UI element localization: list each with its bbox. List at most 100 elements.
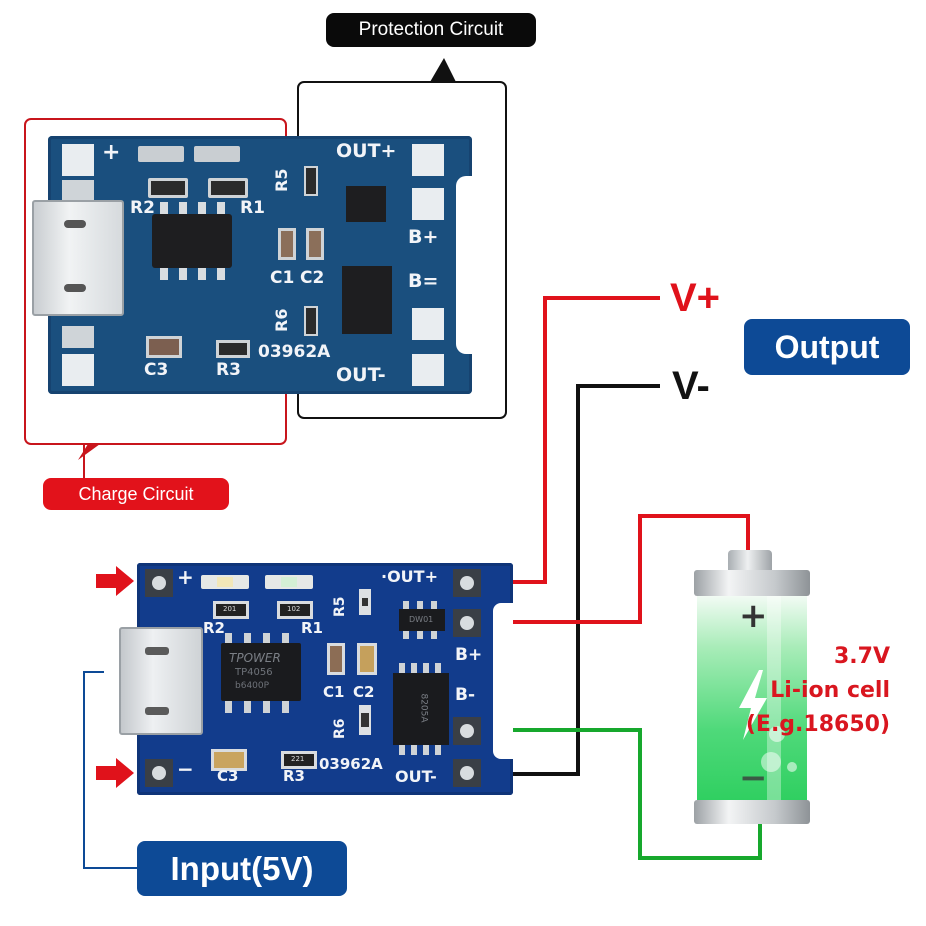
red-wire-b-plus bbox=[490, 514, 750, 624]
top-resistor-r5 bbox=[304, 166, 318, 196]
bottom-resistor-r5 bbox=[359, 589, 371, 615]
bottom-label-r2: R2 bbox=[203, 619, 225, 637]
bubble bbox=[769, 726, 785, 742]
red-wire-out-plus bbox=[490, 296, 660, 584]
bottom-led-green bbox=[265, 575, 313, 589]
top-resistor-r6 bbox=[304, 306, 318, 336]
battery: + − bbox=[694, 550, 810, 830]
bottom-cap-c3 bbox=[211, 749, 247, 771]
protection-callout-pointer bbox=[430, 58, 456, 82]
top-label-r5: R5 bbox=[272, 168, 291, 192]
bottom-label-model: 03962A bbox=[319, 755, 383, 773]
bubble bbox=[761, 752, 781, 772]
arrow-icon-input-plus bbox=[96, 566, 134, 596]
bottom-label-b-minus: B- bbox=[455, 685, 476, 705]
top-label-c3: C3 bbox=[144, 360, 169, 380]
chip-text-line1: TPOWER bbox=[229, 651, 281, 665]
charge-circuit-callout: Charge Circuit bbox=[43, 478, 229, 510]
bottom-label-c3: C3 bbox=[217, 767, 239, 785]
bottom-label-r5: R5 bbox=[332, 596, 348, 617]
bottom-resistor-r3: 221 bbox=[281, 751, 317, 769]
bottom-label-minus: − bbox=[177, 757, 194, 781]
bottom-label-c1: C1 bbox=[323, 683, 345, 701]
top-cap-c3 bbox=[146, 336, 182, 358]
top-label-b-minus: B= bbox=[408, 270, 439, 292]
bottom-pcb-board: 201 102 TPOWER TP4056 b6400P 221 DW01 82… bbox=[119, 563, 513, 795]
bottom-label-r1: R1 bbox=[301, 619, 323, 637]
r1-code: 102 bbox=[287, 605, 301, 613]
top-label-c2: C2 bbox=[300, 268, 325, 288]
output-label: Output bbox=[774, 328, 880, 365]
bottom-cap-c1 bbox=[327, 643, 345, 675]
bottom-pad-input-minus bbox=[145, 759, 173, 787]
bottom-pad-out-minus bbox=[453, 759, 481, 787]
bubble bbox=[787, 762, 797, 772]
top-resistor-r2 bbox=[148, 178, 188, 198]
bottom-label-out-minus: OUT- bbox=[395, 767, 437, 786]
input-connector-line bbox=[83, 671, 140, 869]
v-plus-label: V+ bbox=[670, 276, 721, 320]
bottom-pad-input-plus bbox=[145, 569, 173, 597]
v-minus-label: V- bbox=[672, 364, 710, 408]
top-label-r3: R3 bbox=[216, 360, 241, 380]
top-label-r6: R6 bbox=[272, 308, 291, 332]
top-board-notch bbox=[456, 176, 478, 354]
top-label-model: 03962A bbox=[258, 342, 331, 362]
battery-bottom-cap bbox=[694, 800, 810, 824]
output-callout: Output bbox=[744, 319, 910, 375]
top-pad-b-plus bbox=[412, 188, 444, 220]
r3-code: 221 bbox=[291, 755, 305, 763]
battery-plus-symbol: + bbox=[739, 596, 768, 636]
black-wire-out-minus bbox=[490, 384, 660, 776]
top-label-out-minus: OUT- bbox=[336, 364, 386, 386]
battery-example: (E.g.18650) bbox=[745, 712, 890, 737]
top-resistor-r3 bbox=[216, 340, 250, 358]
bottom-8205a-ic: 8205A bbox=[393, 673, 449, 745]
bottom-tp4056-ic: TPOWER TP4056 b6400P bbox=[221, 643, 301, 701]
top-pad-input-plus bbox=[62, 144, 94, 176]
top-label-plus: + bbox=[102, 140, 121, 165]
top-pcb-board: + R2 R1 C1 C2 C3 R3 R5 R6 03962A OUT+ B+… bbox=[32, 136, 478, 394]
top-led-2 bbox=[194, 146, 240, 162]
input-callout: Input(5V) bbox=[137, 841, 347, 896]
top-charge-ic bbox=[152, 214, 232, 268]
bottom-pad-b-plus bbox=[453, 609, 481, 637]
top-micro-usb-port bbox=[32, 200, 124, 316]
top-pad-input-minus bbox=[62, 354, 94, 386]
protection-circuit-callout: Protection Circuit bbox=[326, 13, 536, 47]
top-pad-gnd-a bbox=[62, 180, 94, 202]
battery-type: Li-ion cell bbox=[770, 678, 890, 703]
bottom-pad-b-minus bbox=[453, 717, 481, 745]
bottom-cap-c2 bbox=[357, 643, 377, 675]
top-dw01-ic bbox=[346, 186, 386, 222]
bottom-micro-usb-port bbox=[119, 627, 203, 735]
lightning-bolt-icon bbox=[739, 670, 767, 740]
bottom-label-c2: C2 bbox=[353, 683, 375, 701]
battery-voltage: 3.7V bbox=[834, 644, 890, 669]
top-resistor-r1 bbox=[208, 178, 248, 198]
green-wire-b-minus bbox=[490, 728, 762, 860]
bottom-resistor-r1: 102 bbox=[277, 601, 313, 619]
dw01-text: DW01 bbox=[409, 615, 434, 624]
input-label: Input(5V) bbox=[170, 849, 314, 887]
top-label-b-plus: B+ bbox=[408, 226, 439, 248]
chip-text-line2: TP4056 bbox=[235, 667, 273, 678]
bottom-dw01-ic: DW01 bbox=[399, 609, 445, 631]
top-cap-c2 bbox=[306, 228, 324, 260]
top-led-1 bbox=[138, 146, 184, 162]
top-label-out-plus: OUT+ bbox=[336, 140, 397, 162]
charge-callout-pointer bbox=[78, 444, 100, 460]
top-pad-b-minus bbox=[412, 308, 444, 340]
bottom-label-r6: R6 bbox=[332, 718, 348, 739]
chip-text-line3: b6400P bbox=[235, 681, 270, 691]
top-label-r1: R1 bbox=[240, 198, 265, 218]
bottom-label-b-plus: B+ bbox=[455, 645, 483, 665]
top-pad-out-minus bbox=[412, 354, 444, 386]
top-pad-gnd-b bbox=[62, 326, 94, 348]
bottom-pad-out-plus bbox=[453, 569, 481, 597]
protection-circuit-label: Protection Circuit bbox=[358, 19, 504, 40]
r2-code: 201 bbox=[223, 605, 237, 613]
bottom-board-notch bbox=[493, 603, 513, 759]
battery-minus-symbol: − bbox=[739, 758, 768, 798]
